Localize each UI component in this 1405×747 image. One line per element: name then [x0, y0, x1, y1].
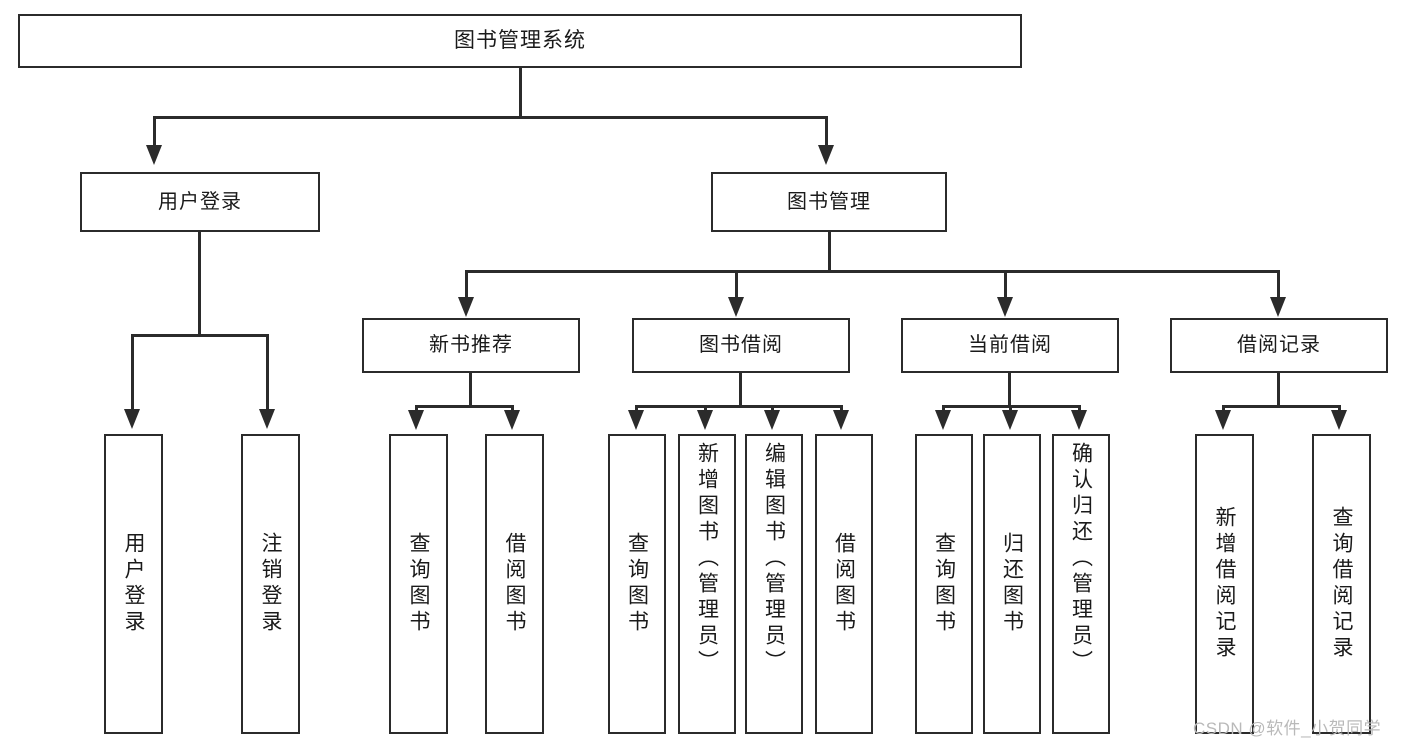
connector-nbr-drop-1 — [415, 405, 418, 413]
connector-bb-drop-3 — [771, 405, 774, 413]
node-book-management-label: 图书管理 — [787, 190, 871, 213]
node-book-management[interactable]: 图书管理 — [711, 172, 947, 232]
connector-root-to-user-login — [153, 116, 156, 145]
connector-bm-drop-1 — [465, 270, 468, 297]
connector-nbr-bus — [415, 405, 514, 408]
connector-user-login-bus — [131, 334, 269, 337]
node-leaf-query-book-2-label: 查询图书 — [625, 532, 649, 636]
connector-bb-stem — [739, 373, 742, 407]
arrow-root-to-book-management — [818, 145, 834, 165]
arrow-bb-to-query-book — [628, 410, 644, 430]
node-book-borrow-label: 图书借阅 — [699, 334, 783, 357]
connector-user-login-drop-1 — [131, 334, 134, 409]
arrow-bm-to-borrow-record — [1270, 297, 1286, 317]
arrow-cb-to-return-book — [1002, 410, 1018, 430]
connector-user-login-stem — [198, 232, 201, 335]
node-leaf-return-book-label: 归还图书 — [1000, 532, 1024, 636]
connector-nbr-drop-2 — [511, 405, 514, 413]
node-leaf-user-login[interactable]: 用户登录 — [104, 434, 163, 734]
arrow-bm-to-new-book-recommend — [458, 297, 474, 317]
connector-bb-drop-4 — [840, 405, 843, 413]
node-leaf-edit-book[interactable]: 编辑图书（管理员） — [745, 434, 803, 734]
node-user-login[interactable]: 用户登录 — [80, 172, 320, 232]
node-leaf-borrow-book-2[interactable]: 借阅图书 — [815, 434, 873, 734]
node-leaf-borrow-book-1[interactable]: 借阅图书 — [485, 434, 544, 734]
node-book-borrow[interactable]: 图书借阅 — [632, 318, 850, 373]
connector-cb-drop-3 — [1078, 405, 1081, 413]
node-leaf-return-book[interactable]: 归还图书 — [983, 434, 1041, 734]
arrow-bb-to-add-book — [697, 410, 713, 430]
connector-br-bus — [1222, 405, 1340, 408]
connector-user-login-drop-2 — [266, 334, 269, 409]
arrow-bm-to-book-borrow — [728, 297, 744, 317]
node-leaf-borrow-book-2-label: 借阅图书 — [832, 532, 856, 636]
connector-br-drop-1 — [1222, 405, 1225, 413]
connector-root-stem — [519, 68, 522, 117]
connector-book-management-stem — [828, 232, 831, 272]
node-leaf-confirm-return-label: 确认归还（管理员） — [1069, 442, 1093, 676]
connector-br-stem — [1277, 373, 1280, 407]
node-root-label: 图书管理系统 — [454, 29, 586, 53]
arrow-nbr-to-borrow-book — [504, 410, 520, 430]
node-leaf-add-book[interactable]: 新增图书（管理员） — [678, 434, 736, 734]
arrow-bm-to-current-borrow — [997, 297, 1013, 317]
node-leaf-add-record-label: 新增借阅记录 — [1213, 506, 1236, 662]
connector-cb-stem — [1008, 373, 1011, 407]
node-leaf-query-book-2[interactable]: 查询图书 — [608, 434, 666, 734]
arrow-user-login-to-leaf-2 — [259, 409, 275, 429]
arrow-bb-to-borrow-book — [833, 410, 849, 430]
node-leaf-query-record[interactable]: 查询借阅记录 — [1312, 434, 1371, 734]
node-leaf-add-book-label: 新增图书（管理员） — [695, 442, 719, 676]
connector-root-to-book-management — [825, 116, 828, 145]
connector-cb-drop-1 — [942, 405, 945, 413]
arrow-nbr-to-query-book — [408, 410, 424, 430]
arrow-cb-to-query-book — [935, 410, 951, 430]
node-leaf-user-login-label: 用户登录 — [122, 532, 145, 636]
arrow-cb-to-confirm-return — [1071, 410, 1087, 430]
node-current-borrow[interactable]: 当前借阅 — [901, 318, 1119, 373]
node-leaf-query-book-1-label: 查询图书 — [407, 532, 430, 636]
connector-bb-drop-1 — [635, 405, 638, 413]
node-user-login-label: 用户登录 — [158, 190, 242, 213]
connector-book-management-bus — [465, 270, 1280, 273]
arrow-user-login-to-leaf-1 — [124, 409, 140, 429]
connector-cb-drop-2 — [1009, 405, 1012, 413]
node-borrow-record[interactable]: 借阅记录 — [1170, 318, 1388, 373]
node-root[interactable]: 图书管理系统 — [18, 14, 1022, 68]
node-leaf-edit-book-label: 编辑图书（管理员） — [762, 442, 786, 676]
node-new-book-recommend[interactable]: 新书推荐 — [362, 318, 580, 373]
connector-br-drop-2 — [1338, 405, 1341, 413]
connector-bb-bus — [635, 405, 843, 408]
node-leaf-query-book-3-label: 查询图书 — [932, 532, 956, 636]
node-leaf-logout-label: 注销登录 — [259, 532, 282, 636]
node-current-borrow-label: 当前借阅 — [968, 334, 1052, 357]
connector-bm-drop-3 — [1004, 270, 1007, 297]
node-leaf-query-record-label: 查询借阅记录 — [1330, 506, 1353, 662]
arrow-bb-to-edit-book — [764, 410, 780, 430]
node-leaf-logout[interactable]: 注销登录 — [241, 434, 300, 734]
node-leaf-confirm-return[interactable]: 确认归还（管理员） — [1052, 434, 1110, 734]
node-leaf-query-book-1[interactable]: 查询图书 — [389, 434, 448, 734]
node-borrow-record-label: 借阅记录 — [1237, 334, 1321, 357]
node-new-book-recommend-label: 新书推荐 — [429, 334, 513, 357]
node-leaf-add-record[interactable]: 新增借阅记录 — [1195, 434, 1254, 734]
connector-nbr-stem — [469, 373, 472, 407]
node-leaf-query-book-3[interactable]: 查询图书 — [915, 434, 973, 734]
connector-bm-drop-4 — [1277, 270, 1280, 297]
arrow-root-to-user-login — [146, 145, 162, 165]
connector-root-bus — [153, 116, 828, 119]
node-leaf-borrow-book-1-label: 借阅图书 — [503, 532, 526, 636]
arrow-br-to-query-record — [1331, 410, 1347, 430]
connector-bb-drop-2 — [704, 405, 707, 413]
arrow-br-to-add-record — [1215, 410, 1231, 430]
connector-bm-drop-2 — [735, 270, 738, 297]
